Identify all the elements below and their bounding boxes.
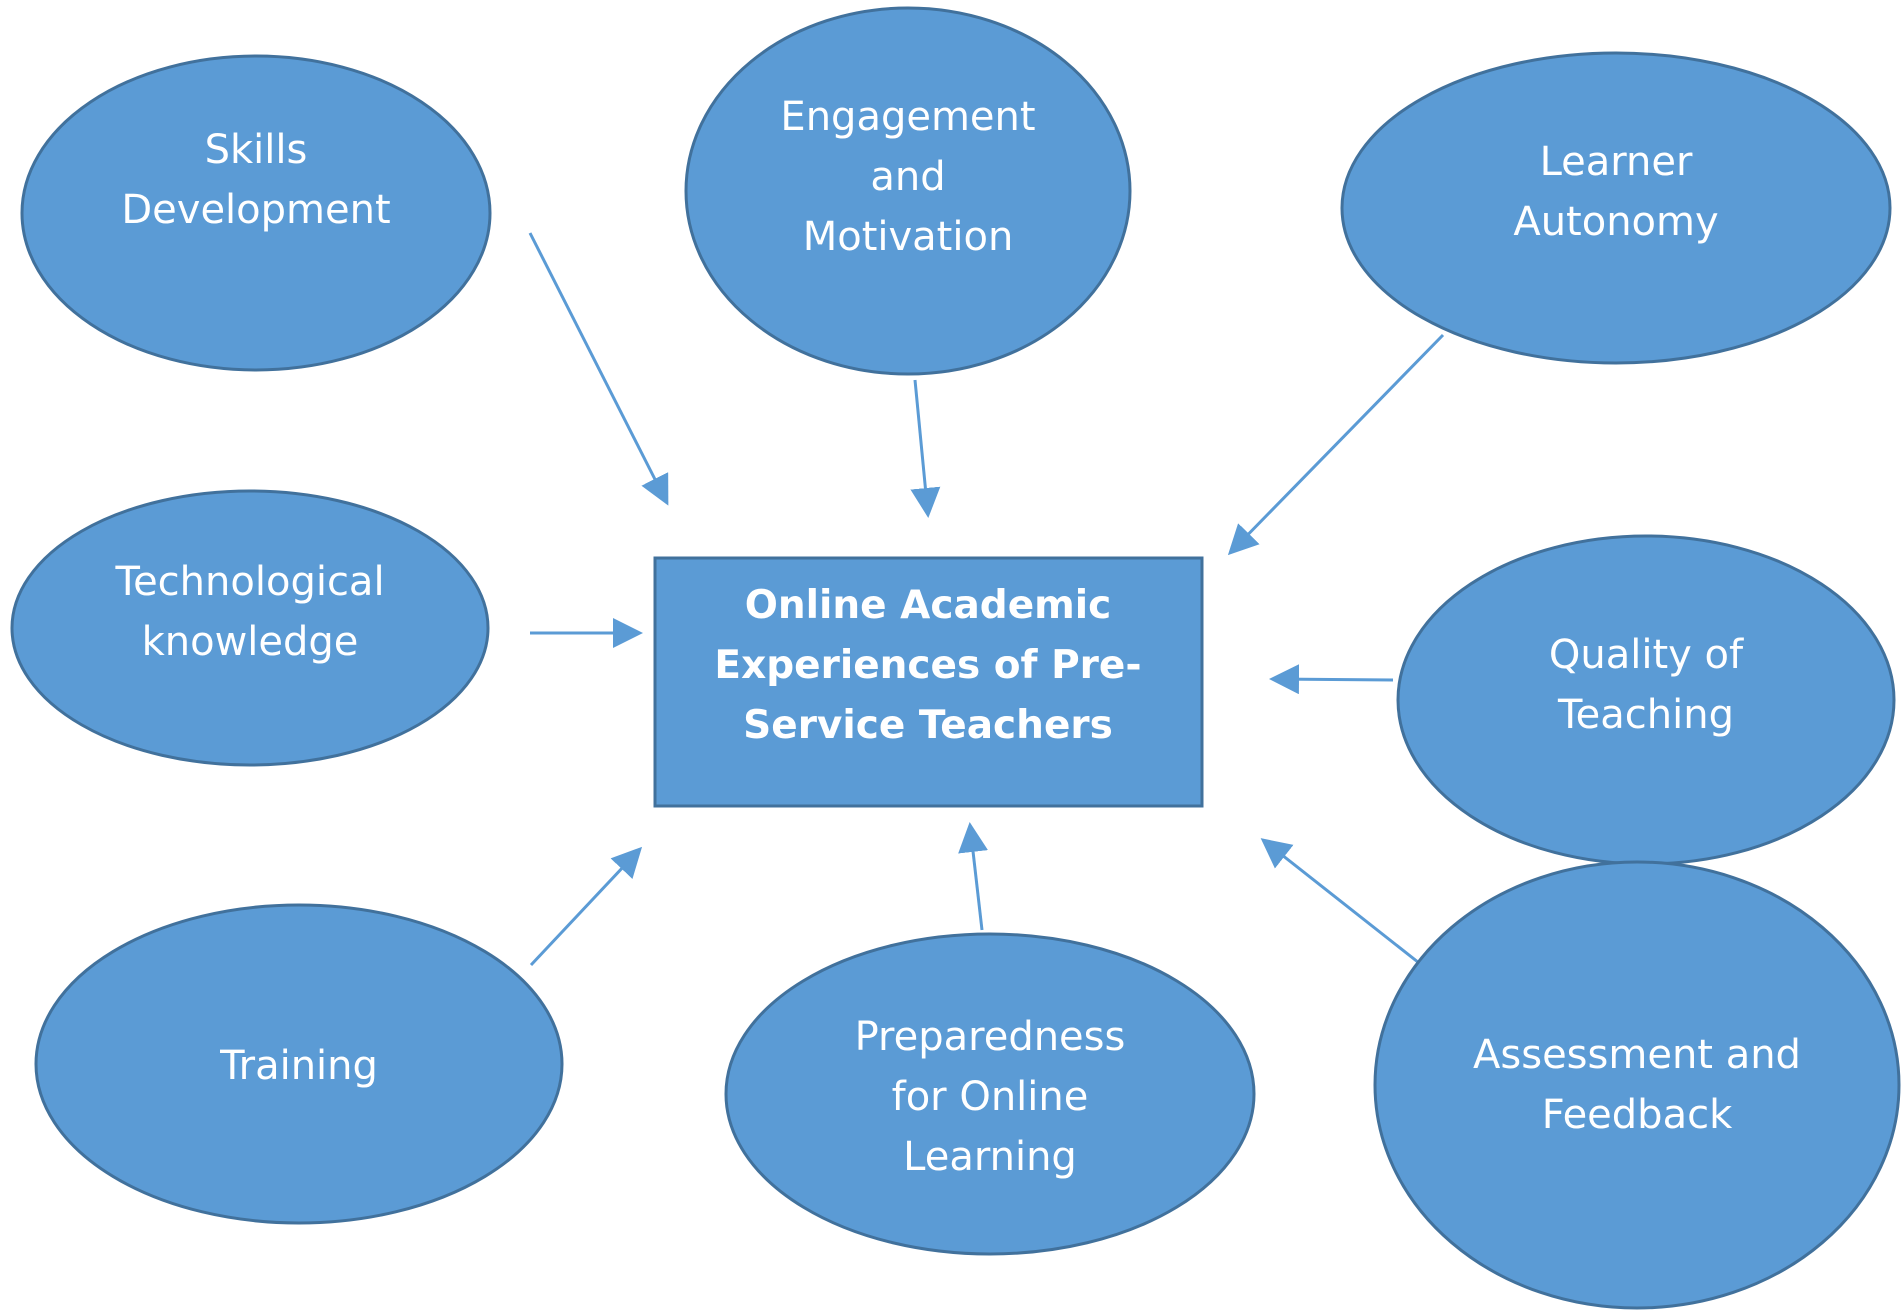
factor-ellipse: [1373, 860, 1901, 1310]
factor-ellipse: [10, 489, 490, 767]
factor-quality-of-teaching: Quality of Teaching: [1396, 534, 1896, 866]
factor-label-line: Preparedness: [855, 1014, 1126, 1060]
arrow-learner-autonomy: [1227, 333, 1445, 556]
arrow-skills-development: [528, 232, 669, 506]
arrow-training: [529, 846, 643, 967]
factor-label-line: Teaching: [1557, 692, 1734, 738]
factor-learner-autonomy: Learner Autonomy: [1340, 51, 1892, 365]
central-label-line-2: Experiences of Pre-: [714, 643, 1141, 688]
factor-label-line: Technological: [114, 559, 384, 605]
arrow-engagement-motivation: [910, 379, 941, 518]
factor-label-line: Skills: [205, 127, 308, 173]
central-concept: Online Academic Experiences of Pre- Serv…: [653, 556, 1204, 808]
factor-label-line: Quality of: [1549, 632, 1744, 678]
factor-preparedness-online-learning: Preparedness for Online Learning: [724, 932, 1256, 1256]
factor-label-line: for Online: [892, 1074, 1089, 1120]
factor-label-line: Autonomy: [1513, 199, 1718, 245]
arrow-preparedness-online-learning: [958, 822, 988, 931]
factor-label-line: Development: [121, 187, 390, 233]
factor-technological-knowledge: Technological knowledge: [10, 489, 490, 767]
factor-label-line: knowledge: [142, 619, 359, 665]
factor-assessment-feedback: Assessment and Feedback: [1373, 860, 1901, 1310]
factor-label-line: Motivation: [803, 214, 1014, 260]
factor-ellipse: [724, 932, 1256, 1256]
factor-ellipse: [34, 903, 564, 1225]
factor-label-line: and: [870, 154, 945, 200]
factor-label-line: Training: [219, 1043, 378, 1089]
factor-ellipse: [1340, 51, 1892, 365]
central-box: [653, 556, 1204, 808]
factor-label-line: Feedback: [1542, 1092, 1733, 1138]
factor-skills-development: Skills Development: [20, 54, 492, 372]
factor-engagement-motivation: Engagement and Motivation: [684, 6, 1132, 376]
arrow-assessment-feedback: [1260, 838, 1429, 972]
central-label-line-1: Online Academic: [745, 583, 1112, 628]
factor-ellipse: [684, 6, 1132, 376]
factor-label-line: Learning: [903, 1134, 1077, 1180]
factor-training: Training: [34, 903, 564, 1225]
factor-label-line: Assessment and: [1473, 1032, 1801, 1078]
arrow-quality-of-teaching: [1269, 664, 1394, 695]
factor-ellipse: [20, 54, 492, 372]
central-label-line-3: Service Teachers: [743, 703, 1113, 748]
arrows: [528, 232, 1445, 972]
factor-label-line: Learner: [1540, 139, 1693, 185]
factor-label-line: Engagement: [780, 94, 1035, 140]
